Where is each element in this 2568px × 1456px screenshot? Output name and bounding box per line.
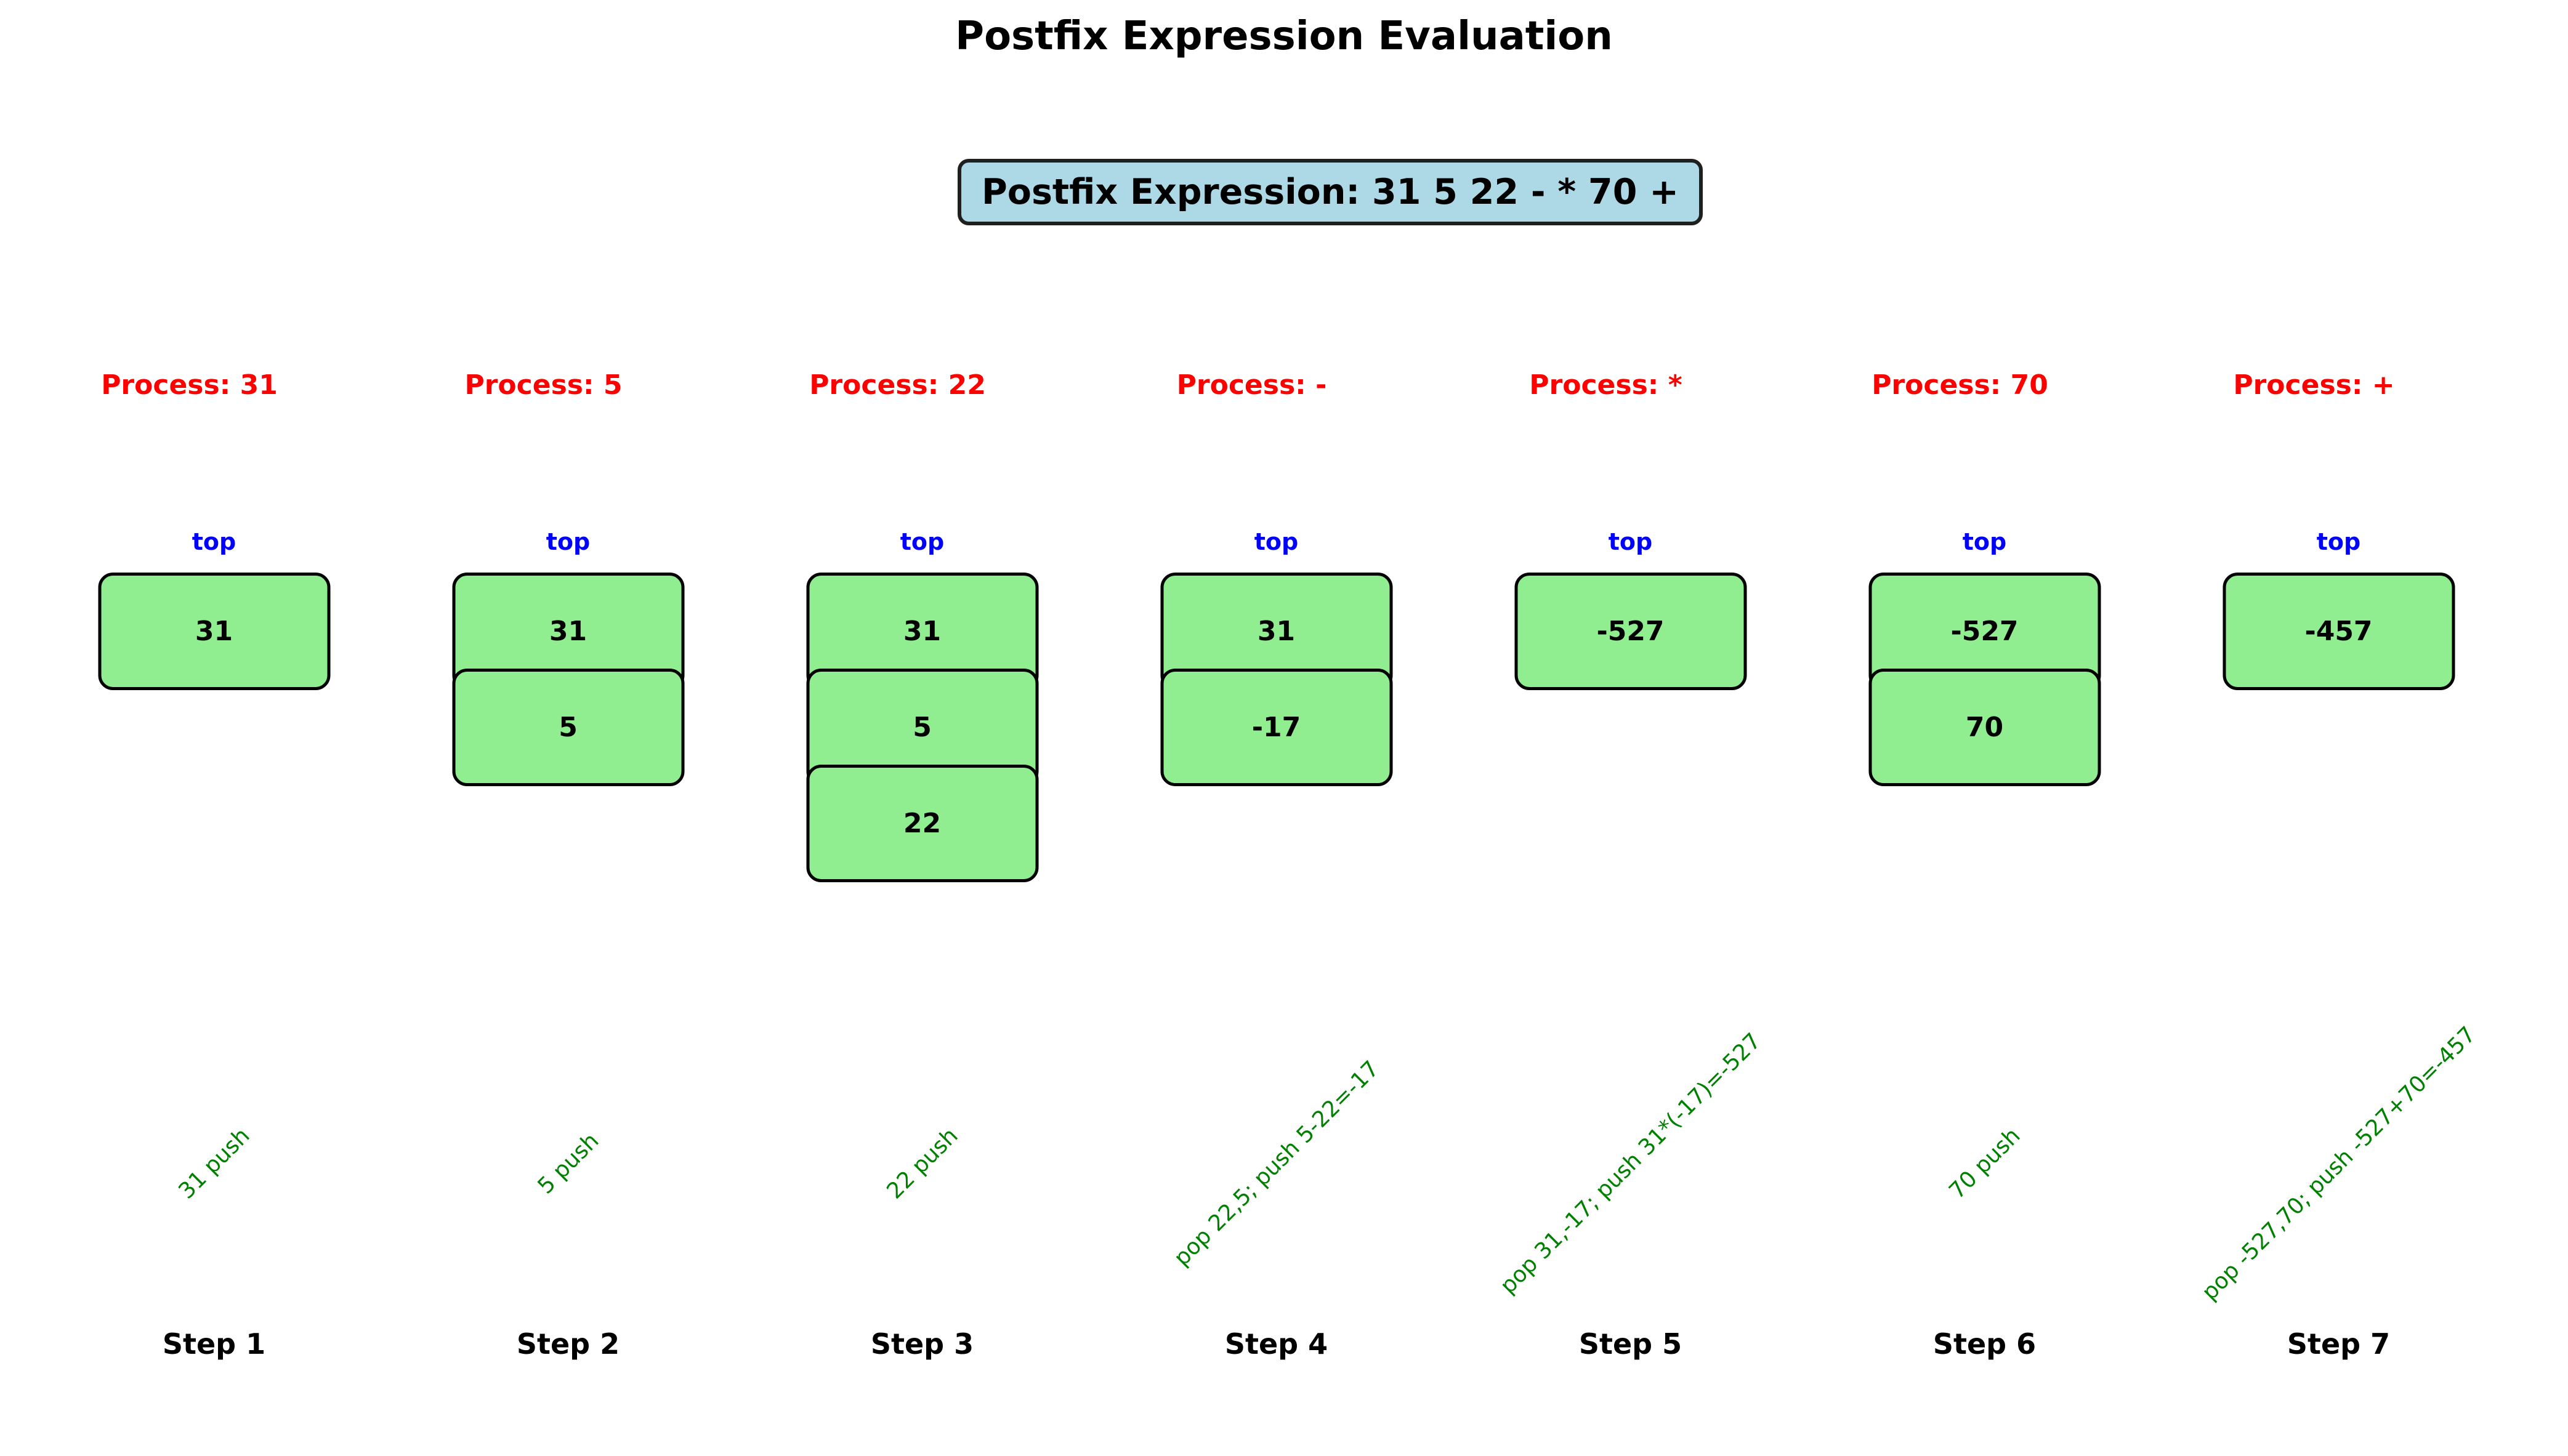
stack-top-label: top xyxy=(1962,528,2007,555)
stack-item: 5 xyxy=(452,669,684,786)
step-column-6: Process: 70 top -527 70 70 push Step 6 xyxy=(1807,345,2162,1456)
step-column-5: Process: * top -527 pop 31,-17; push 31*… xyxy=(1453,345,1807,1456)
stack-item: 31 xyxy=(98,573,330,690)
stack-top-label: top xyxy=(546,528,591,555)
step-label: Step 6 xyxy=(1932,1327,2037,1361)
stack: -527 xyxy=(1514,573,1746,690)
stack: 31 5 xyxy=(452,573,684,786)
step-label: Step 2 xyxy=(516,1327,620,1361)
stack-top-label: top xyxy=(1608,528,1653,555)
stack: 31 5 22 xyxy=(806,573,1038,882)
stack-top-label: top xyxy=(2316,528,2361,555)
stack: -457 xyxy=(2223,573,2455,690)
process-label: Process: + xyxy=(2233,369,2395,401)
stack: -527 70 xyxy=(1868,573,2101,786)
postfix-expression-box: Postfix Expression: 31 5 22 - * 70 + xyxy=(958,159,1703,225)
step-label: Step 4 xyxy=(1224,1327,1328,1361)
step-label: Step 3 xyxy=(870,1327,974,1361)
operation-annotation: 31 push xyxy=(173,1123,255,1204)
stack-top-label: top xyxy=(192,528,236,555)
stack-item: 22 xyxy=(806,765,1038,882)
operation-annotation: 22 push xyxy=(881,1123,963,1204)
stack: 31 -17 xyxy=(1160,573,1392,786)
step-label: Step 1 xyxy=(162,1327,266,1361)
process-label: Process: 31 xyxy=(101,369,278,401)
step-column-7: Process: + top -457 pop -527,70; push -5… xyxy=(2162,345,2516,1456)
postfix-expression-text: Postfix Expression: 31 5 22 - * 70 + xyxy=(982,172,1679,212)
stack-item: -17 xyxy=(1160,669,1392,786)
stack-top-label: top xyxy=(900,528,945,555)
page-title: Postfix Expression Evaluation xyxy=(955,14,1613,59)
process-label: Process: 70 xyxy=(1871,369,2048,401)
process-label: Process: 5 xyxy=(464,369,623,401)
stack-item: -527 xyxy=(1514,573,1746,690)
process-label: Process: * xyxy=(1529,369,1682,401)
step-column-2: Process: 5 top 31 5 5 push Step 2 xyxy=(391,345,745,1456)
process-label: Process: - xyxy=(1176,369,1327,401)
stack-top-label: top xyxy=(1254,528,1299,555)
operation-annotation: pop 22,5; push 5-22=-17 xyxy=(1169,1056,1384,1271)
operation-annotation: pop 31,-17; push 31*(-17)=-527 xyxy=(1495,1028,1766,1299)
step-label: Step 7 xyxy=(2287,1327,2391,1361)
step-column-3: Process: 22 top 31 5 22 22 push Step 3 xyxy=(745,345,1099,1456)
operation-annotation: 5 push xyxy=(533,1128,604,1199)
stack-item: 70 xyxy=(1868,669,2101,786)
process-label: Process: 22 xyxy=(809,369,986,401)
step-column-4: Process: - top 31 -17 pop 22,5; push 5-2… xyxy=(1099,345,1453,1456)
step-label: Step 5 xyxy=(1578,1327,1682,1361)
operation-annotation: 70 push xyxy=(1944,1123,2025,1204)
stack-item: -457 xyxy=(2223,573,2455,690)
stack: 31 xyxy=(98,573,330,690)
operation-annotation: pop -527,70; push -527+70=-457 xyxy=(2197,1021,2481,1306)
step-column-1: Process: 31 top 31 31 push Step 1 xyxy=(37,345,391,1456)
